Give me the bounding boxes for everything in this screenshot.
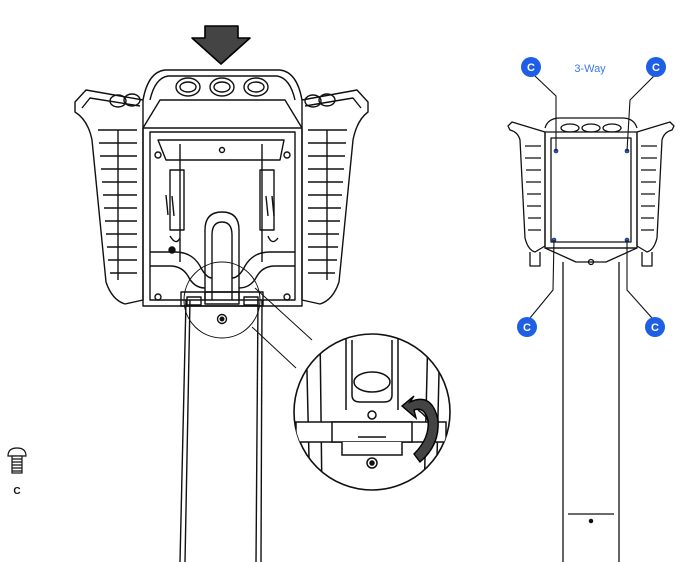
pole: [179, 299, 263, 562]
callout-letter: C: [523, 322, 531, 334]
left-unit-view: [74, 25, 369, 562]
callout-badge-top-right: C: [646, 57, 666, 77]
callout-letter: C: [652, 62, 660, 74]
callout-letter: C: [527, 62, 535, 74]
callout-leader-lines: [529, 75, 655, 319]
screw-icon: [7, 447, 27, 474]
right-wing: [301, 89, 369, 305]
top-cap: [142, 69, 303, 101]
screw-legend-label: C: [13, 486, 20, 497]
insert-direction-arrow: [191, 25, 251, 65]
right-unit-view: [507, 75, 675, 562]
left-wing: [74, 89, 144, 305]
rotate-arrow-icon: [400, 395, 439, 464]
callout-badge-bottom-left: C: [517, 317, 537, 337]
callout-badge-bottom-right: C: [645, 317, 665, 337]
detail-connector-lines: [251, 287, 313, 369]
detail-zoom-view: [293, 333, 451, 491]
right-view-title: 3-Way: [574, 63, 606, 75]
callout-letter: C: [651, 322, 659, 334]
tubing: [150, 211, 295, 300]
top-vents: [175, 77, 269, 97]
bracket-screw: [216, 313, 228, 325]
bottom-bracket: [180, 291, 264, 307]
detail-focus-circle: [183, 261, 261, 339]
inner-frame: [142, 99, 303, 307]
callout-badge-top-left: C: [521, 57, 541, 77]
